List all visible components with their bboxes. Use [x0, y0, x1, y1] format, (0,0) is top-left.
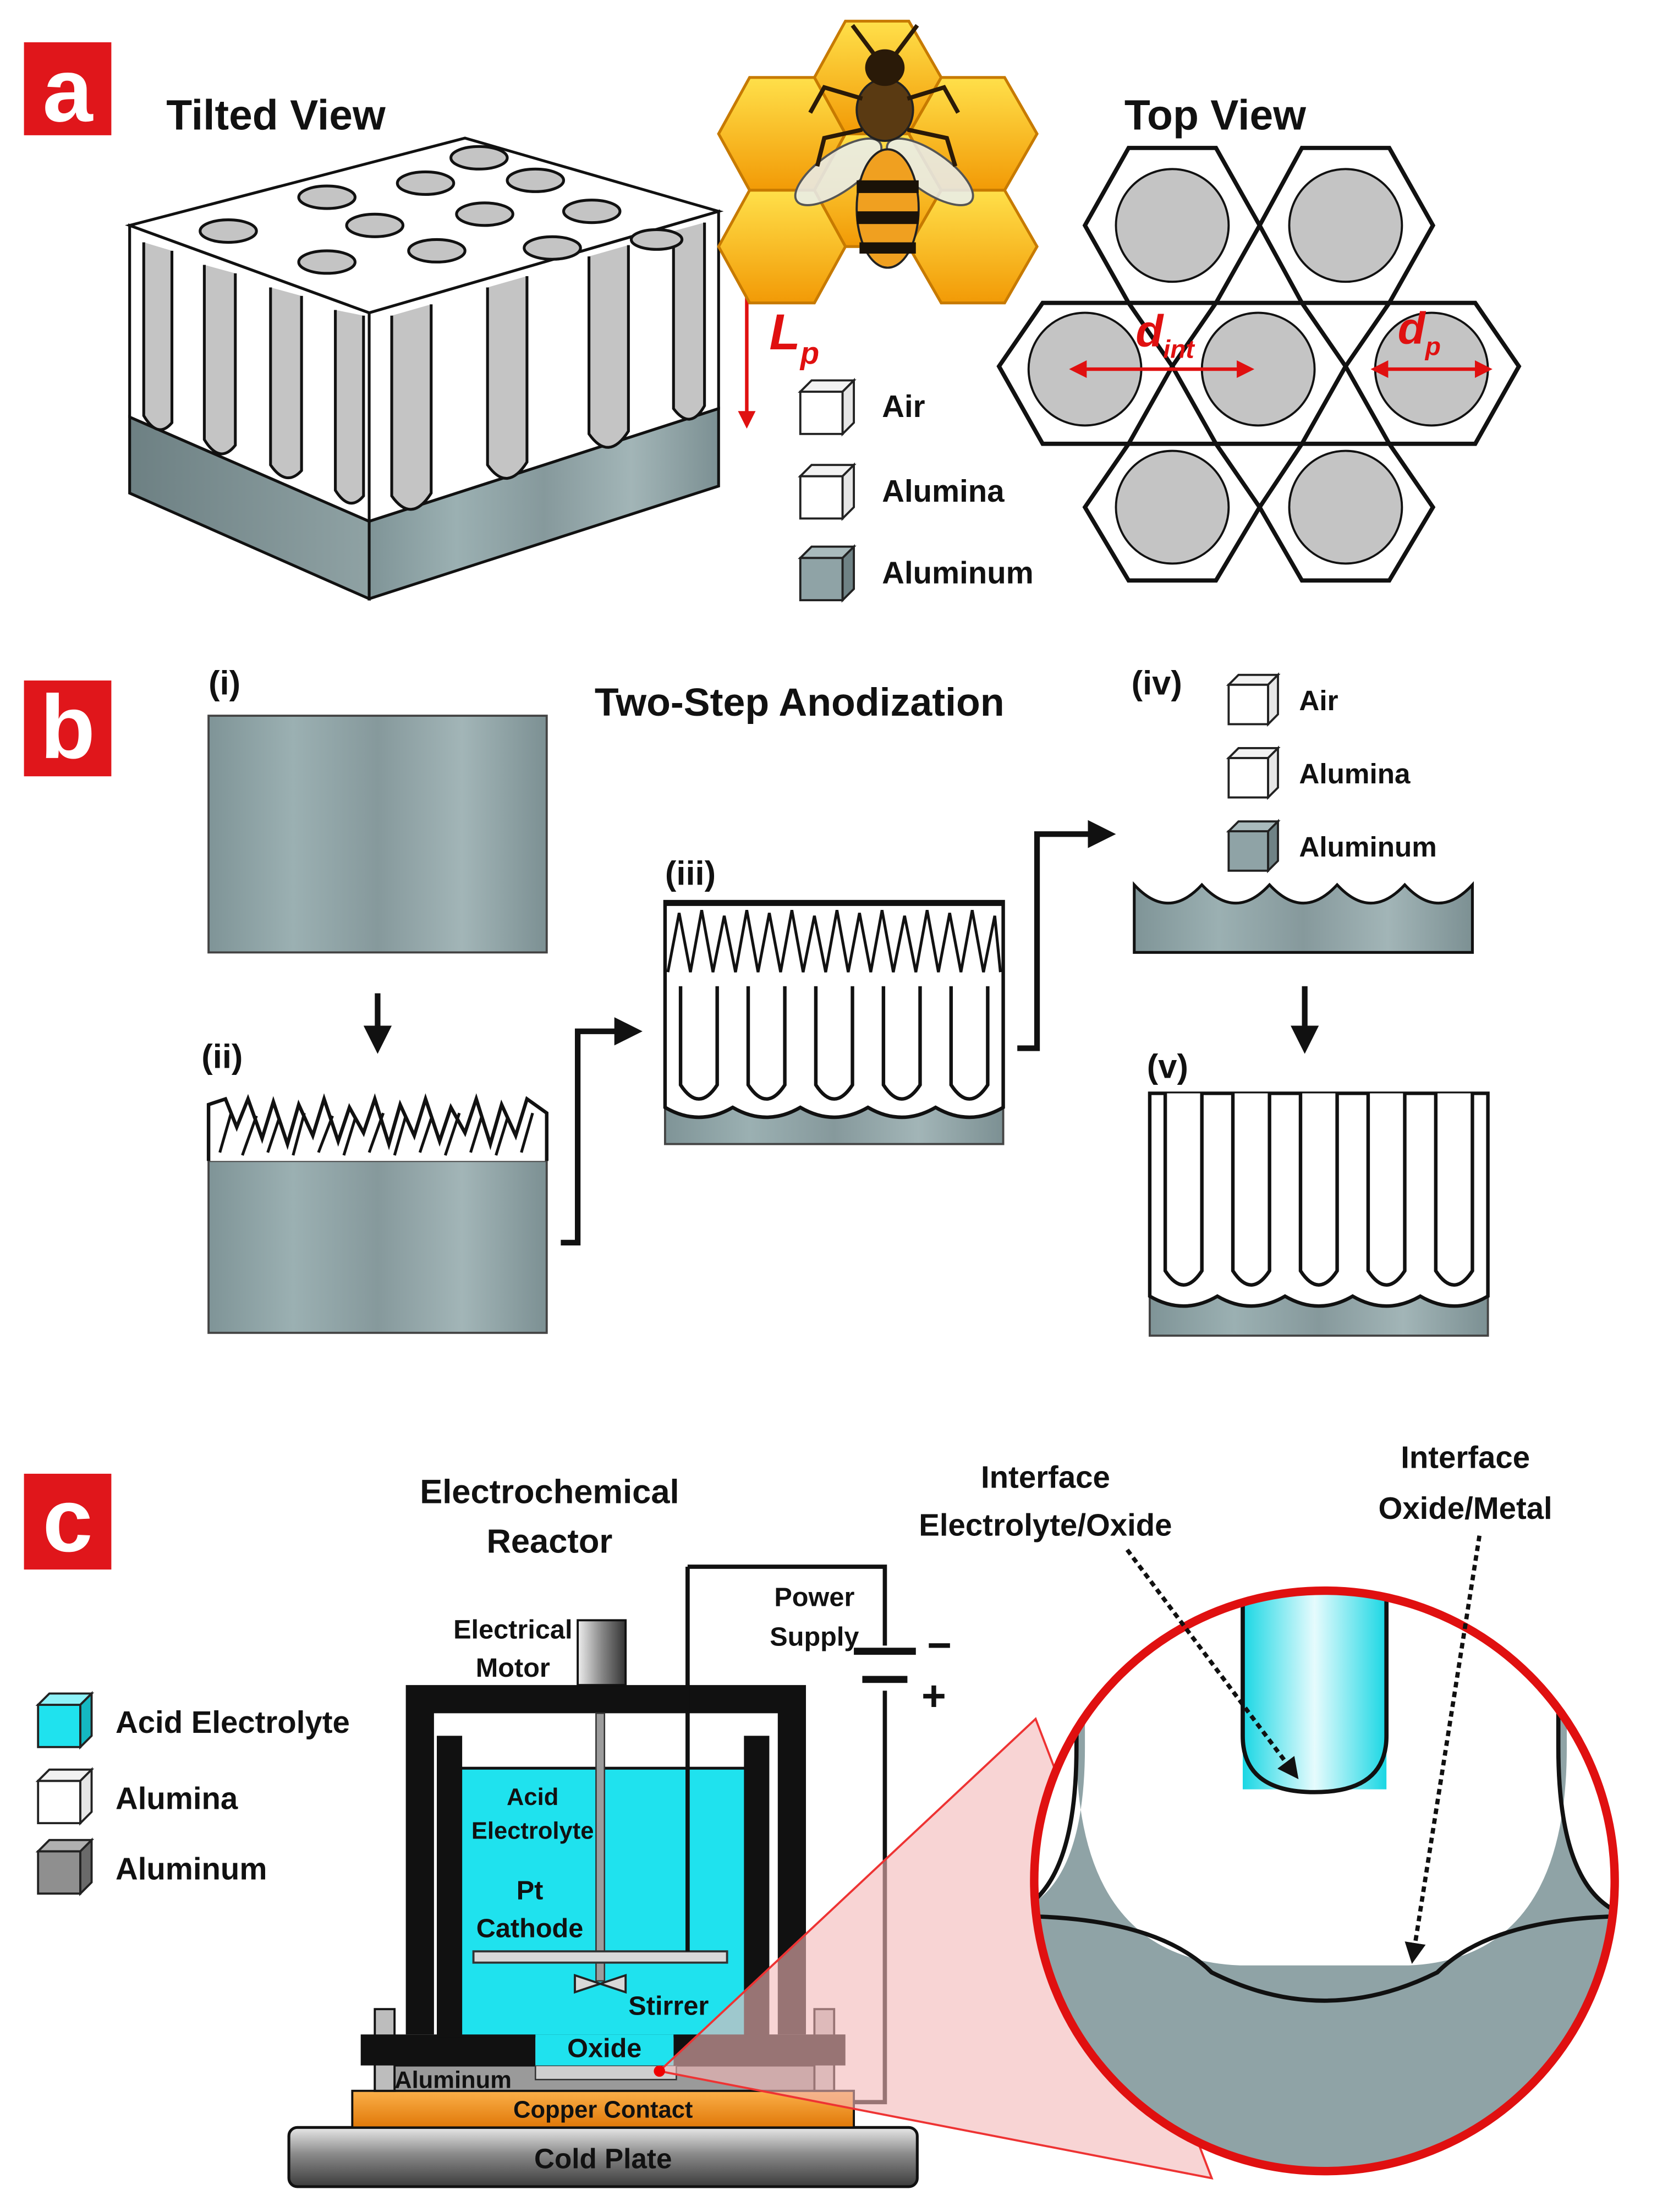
svg-text:Air: Air [1299, 685, 1338, 716]
svg-text:Air: Air [882, 389, 925, 424]
plus-sign: + [921, 1672, 946, 1720]
magnified-pore-view [1030, 1586, 1619, 2176]
zoom-point-marker [654, 2065, 665, 2077]
stirrer-shaft [595, 1712, 606, 1982]
step-iv-textured-aluminum [1133, 881, 1474, 954]
panel-c: c Electrochemical Reactor Acid Electroly… [24, 1440, 1619, 2188]
svg-text:Alumina: Alumina [116, 1781, 238, 1816]
stirrer-blade [574, 1974, 627, 1994]
top-view-hexagons [996, 146, 1522, 583]
cell-wall-left [437, 1736, 463, 2038]
dint-label: dint [1135, 306, 1195, 363]
pt-cathode [472, 1950, 728, 1964]
legend-a-alumina: Alumina [798, 462, 1005, 522]
tilted-view-block [125, 136, 724, 601]
electrolyte-oxide-window [535, 2034, 674, 2066]
svg-text:Aluminum: Aluminum [116, 1852, 267, 1886]
tilted-view-title: Tilted View [166, 92, 386, 139]
electrical-motor [577, 1619, 627, 1687]
arrow-ii-to-iii [561, 1017, 643, 1246]
step-i-aluminum [207, 715, 548, 954]
svg-text:Alumina: Alumina [882, 474, 1005, 508]
bee-on-honeycomb-icon [717, 19, 1039, 305]
panel-a: a Tilted View [24, 19, 1522, 603]
step-i-label: (i) [209, 665, 240, 702]
magnified-aluminum [1034, 1648, 1615, 2171]
step-v-label: (v) [1147, 1047, 1188, 1085]
panel-b: b Two-Step Anodization (i) (ii) (iii) [24, 665, 1490, 1337]
legend-b-air: Air [1226, 672, 1338, 727]
oxide-label: Oxide [567, 2033, 641, 2063]
panel-a-legend: Air Alumina Aluminum [798, 377, 1034, 603]
legend-a-aluminum: Aluminum [798, 544, 1034, 603]
cold-plate-label: Cold Plate [534, 2143, 672, 2175]
tilted-top-pores [199, 145, 684, 275]
svg-text:Aluminum: Aluminum [882, 555, 1033, 590]
two-step-title: Two-Step Anodization [595, 680, 1005, 724]
panel-b-badge-letter: b [40, 677, 95, 777]
svg-text:Acid Electrolyte: Acid Electrolyte [116, 1705, 350, 1739]
stirrer-label: Stirrer [628, 1991, 709, 2021]
reactor-title-line1: Electrochemical [420, 1473, 679, 1511]
panel-b-badge [24, 680, 112, 777]
dp-label: dp [1398, 304, 1441, 360]
top-view-title: Top View [1124, 92, 1306, 139]
legend-b-alumina: Alumina [1226, 745, 1411, 800]
legend-c-aluminum: Aluminum [35, 1837, 267, 1896]
tilted-side-channels [390, 222, 706, 511]
lp-label: Lp [769, 304, 819, 370]
acid-label-line1: Acid [507, 1784, 558, 1810]
cathode-label-line1: Pt [517, 1875, 544, 1905]
step-v-block [1148, 1091, 1490, 1337]
copper-contact-label: Copper Contact [513, 2096, 693, 2123]
aluminum-label: Aluminum [394, 2067, 512, 2094]
interface1-label-line2: Electrolyte/Oxide [919, 1508, 1172, 1543]
tilted-alumina-top [125, 136, 724, 315]
step-iii-label: (iii) [665, 854, 716, 892]
step-iv-label: (iv) [1132, 665, 1182, 702]
legend-c-acid: Acid Electrolyte [35, 1690, 350, 1750]
svg-text:Alumina: Alumina [1299, 758, 1411, 789]
interface1-label-line1: Interface [981, 1460, 1110, 1495]
interface2-pointer [1404, 1535, 1482, 1964]
interface2-label-line2: Oxide/Metal [1379, 1491, 1552, 1525]
tilted-front-channels [142, 242, 365, 505]
svg-text:Aluminum: Aluminum [1299, 831, 1436, 863]
cathode-label-line2: Cathode [476, 1914, 584, 1944]
magnified-circle-border [1030, 1586, 1619, 2176]
interface1-pointer [1125, 1548, 1299, 1780]
legend-c-alumina: Alumina [35, 1767, 238, 1826]
motor-label-line2: Motor [476, 1653, 550, 1683]
panel-c-legend: Acid Electrolyte Alumina Aluminum [35, 1690, 350, 1896]
legend-a-air: Air [798, 377, 925, 437]
motor-label-line1: Electrical [453, 1615, 572, 1645]
step-ii-label: (ii) [201, 1038, 243, 1075]
interface2-label-line1: Interface [1401, 1440, 1530, 1475]
step-iii-block [663, 899, 1005, 1145]
panel-b-legend: Air Alumina Aluminum [1226, 672, 1437, 874]
reactor-title-line2: Reactor [486, 1522, 612, 1560]
copper-contact [351, 2089, 855, 2129]
acid-label-line2: Electrolyte [471, 1818, 594, 1844]
step-ii-block [206, 1093, 548, 1334]
panel-c-badge [24, 1473, 112, 1570]
panel-a-badge-letter: a [42, 40, 94, 140]
panel-a-badge [24, 42, 112, 135]
legend-b-aluminum: Aluminum [1226, 819, 1437, 874]
power-label-line1: Power [774, 1583, 854, 1612]
arrow-iii-to-iv [1017, 820, 1116, 1051]
power-label-line2: Supply [770, 1622, 859, 1651]
panel-c-badge-letter: c [42, 1470, 92, 1571]
minus-sign: − [927, 1622, 952, 1669]
